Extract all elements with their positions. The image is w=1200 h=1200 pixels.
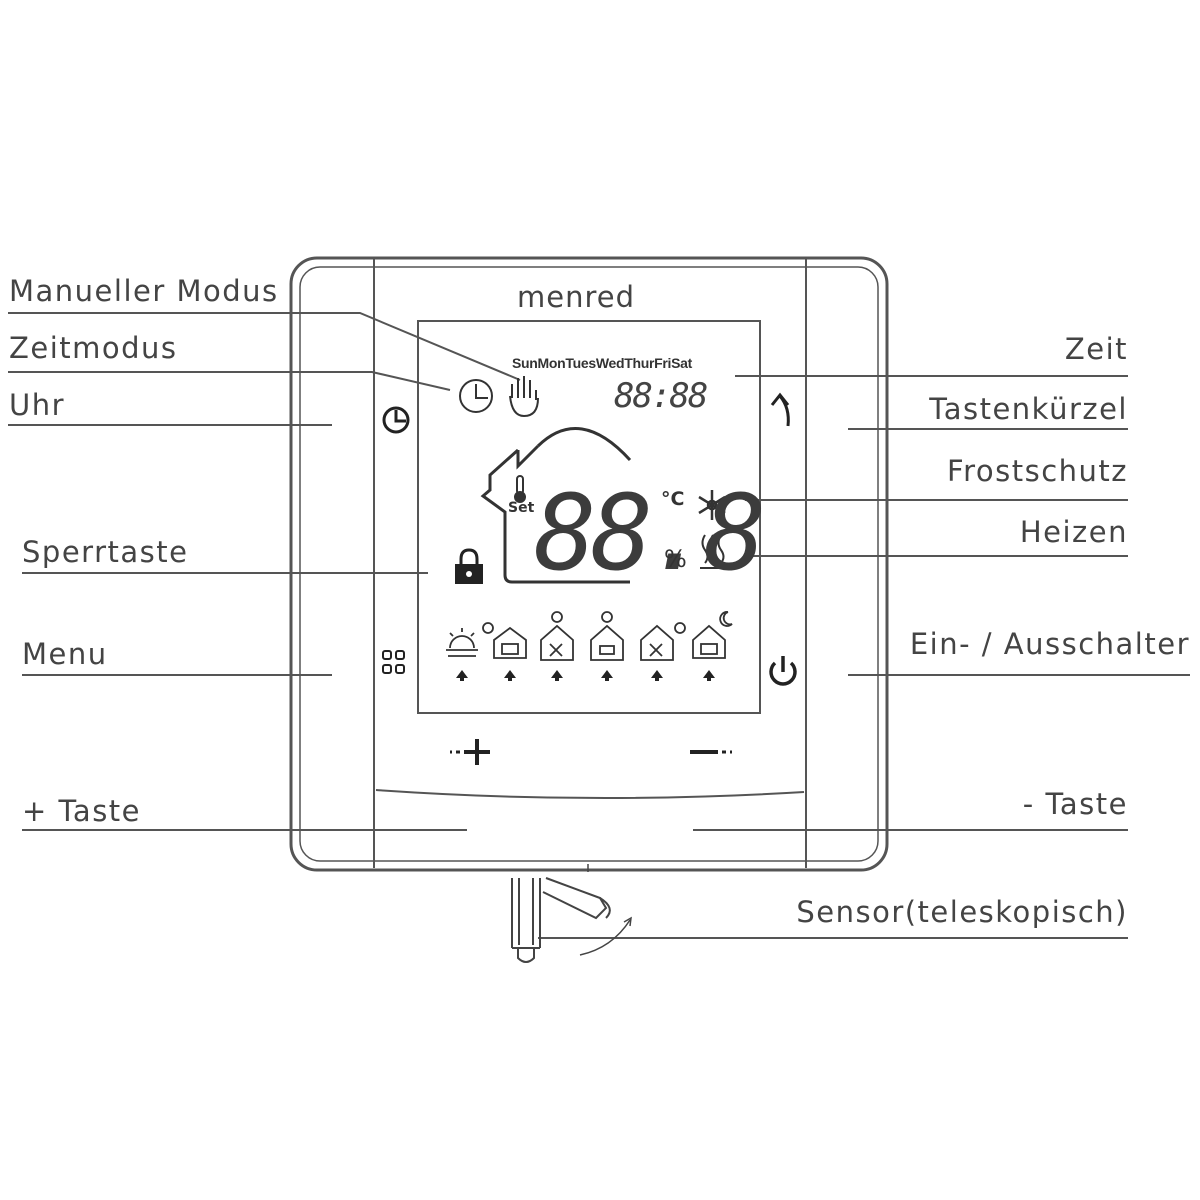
house-icon-1 [482,622,527,659]
house-icon-5 [692,611,733,659]
snowflake-icon [698,490,726,520]
line-time-mode [8,371,451,391]
schedule-icons [446,611,733,681]
house-icon-3 [590,611,624,661]
menu-grid-icon [382,650,405,674]
label-heating: Heizen [1019,515,1128,549]
label-menu: Menu [22,637,108,671]
label-manual-mode: Manueller Modus [9,274,279,308]
lock-icon [455,548,483,584]
set-label: Set [508,500,535,516]
line-manual-mode [8,312,521,381]
label-time-mode: Zeitmodus [9,331,178,365]
back-arrow-icon [770,392,790,427]
label-lock-key: Sperrtaste [22,535,189,569]
hand-icon [509,376,539,418]
device-inner-frame [299,266,879,862]
plus-icon [450,739,490,765]
device-outer-frame [289,256,889,872]
up-arrows [456,670,715,681]
callout-lines [8,312,1190,939]
house-icon-2 [540,611,574,661]
brand-logo: menred [517,280,636,314]
label-clock: Uhr [9,388,66,422]
thermometer-icon [514,475,526,503]
clock-button-icon [382,406,410,434]
clock-display: 88:88 [614,376,708,416]
label-frost-protection: Frostschutz [947,454,1128,488]
label-time: Zeit [1064,332,1128,366]
lcd-screen [417,320,761,714]
sensor-probe [511,864,632,963]
weekday-row: SunMonTuesWedThurFriSat [512,355,693,371]
label-shortcut-key: Tastenkürzel [929,392,1128,426]
sunrise-icon [446,628,478,657]
house-outline [480,448,630,584]
heat-waves-icon [700,534,726,569]
label-minus-key: - Taste [1022,787,1128,821]
percent-unit: % [664,545,687,573]
temperature-display: 88.8 [534,472,766,594]
celsius-unit: °C [661,488,685,510]
label-sensor: Sensor(teleskopisch) [796,895,1128,929]
label-plus-key: + Taste [22,794,142,828]
clock-icon [459,379,493,413]
front-panel-bottom-curve [375,789,805,800]
house-icon-4 [640,622,686,661]
label-power-switch: Ein- / Ausschalter [909,627,1190,661]
power-icon [769,656,797,686]
